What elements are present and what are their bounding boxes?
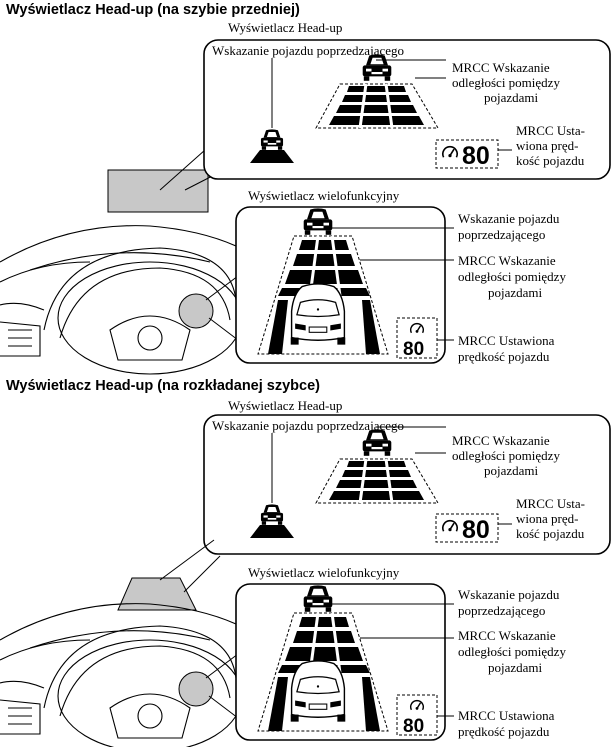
hud-distance-line3-1: pojazdami xyxy=(484,90,539,105)
mid-preceding-line1-2: Wskazanie pojazdu xyxy=(458,587,560,602)
hud-speed-box-2: 80 xyxy=(435,513,499,544)
mid-speed-line1-2: MRCC Ustawiona xyxy=(458,708,555,723)
mid-distance-line2-1: odległości pomiędzy xyxy=(458,269,566,284)
hud-speed-line1-2: MRCC Usta- xyxy=(516,496,585,511)
hud-title-2: Wyświetlacz Head-up xyxy=(228,398,342,413)
hud-speed-value-2: 80 xyxy=(462,516,490,544)
mid-speed-value-2: 80 xyxy=(403,716,424,737)
hud-speed-value-1: 80 xyxy=(462,142,490,170)
multifunction-display-marker-1 xyxy=(178,293,214,329)
hud-speed-line2-1: wiona pręd- xyxy=(516,138,578,153)
mid-callout-box-1 xyxy=(235,206,446,364)
windshield-hud-panel xyxy=(107,169,209,213)
mid-speed-line2-1: prędkość pojazdu xyxy=(458,349,550,364)
hud-speed-box-1: 80 xyxy=(435,139,499,170)
hud-distance-line2-1: odległości pomiędzy xyxy=(452,75,560,90)
mid-speed-value-1: 80 xyxy=(403,339,424,360)
mid-title-1: Wyświetlacz wielofunkcyjny xyxy=(248,188,400,203)
mid-distance-line2-2: odległości pomiędzy xyxy=(458,644,566,659)
mid-speed-line1-1: MRCC Ustawiona xyxy=(458,333,555,348)
dashboard-illustration-2 xyxy=(0,603,243,747)
hud-distance-bars-1 xyxy=(315,83,439,129)
mid-speed-box-1: 80 xyxy=(396,317,438,360)
hud-distance-line1-1: MRCC Wskazanie xyxy=(452,60,550,75)
combiner-glass-panel xyxy=(117,577,197,611)
hud-distance-line1-2: MRCC Wskazanie xyxy=(452,433,550,448)
mid-preceding-line2-2: poprzedzającego xyxy=(458,603,545,618)
mid-speed-line2-2: prędkość pojazdu xyxy=(458,724,550,739)
mid-distance-line1-1: MRCC Wskazanie xyxy=(458,253,556,268)
hud-own-car-marker-2 xyxy=(250,504,294,538)
section1-heading: Wyświetlacz Head-up (na szybie przedniej… xyxy=(6,2,300,18)
mid-own-car-1 xyxy=(290,283,346,346)
mid-speed-box-2: 80 xyxy=(396,694,438,737)
mid-own-car-2 xyxy=(290,660,346,723)
hud-speed-line1-1: MRCC Usta- xyxy=(516,123,585,138)
multifunction-display-marker-2 xyxy=(178,671,214,707)
mid-distance-line3-2: pojazdami xyxy=(488,660,543,675)
hud-own-car-marker-1 xyxy=(250,129,294,163)
mid-distance-line1-2: MRCC Wskazanie xyxy=(458,628,556,643)
hud-preceding-label-1: Wskazanie pojazdu poprzedzającego xyxy=(212,43,404,58)
hud-distance-line2-2: odległości pomiędzy xyxy=(452,448,560,463)
hud-speed-line3-2: kość pojazdu xyxy=(516,526,585,541)
mid-preceding-line1-1: Wskazanie pojazdu xyxy=(458,211,560,226)
hud-speed-line2-2: wiona pręd- xyxy=(516,511,578,526)
hud-distance-bars-2 xyxy=(315,458,439,504)
mid-distance-line3-1: pojazdami xyxy=(488,285,543,300)
section2-heading: Wyświetlacz Head-up (na rozkładanej szyb… xyxy=(6,378,320,394)
hud-distance-line3-2: pojazdami xyxy=(484,463,539,478)
mid-callout-box-2 xyxy=(235,583,446,741)
mid-preceding-line2-1: poprzedzającego xyxy=(458,227,545,242)
hud-speed-line3-1: kość pojazdu xyxy=(516,153,585,168)
hud-title-1: Wyświetlacz Head-up xyxy=(228,20,342,35)
hud-preceding-label-2: Wskazanie pojazdu poprzedzającego xyxy=(212,418,404,433)
mid-title-2: Wyświetlacz wielofunkcyjny xyxy=(248,565,400,580)
